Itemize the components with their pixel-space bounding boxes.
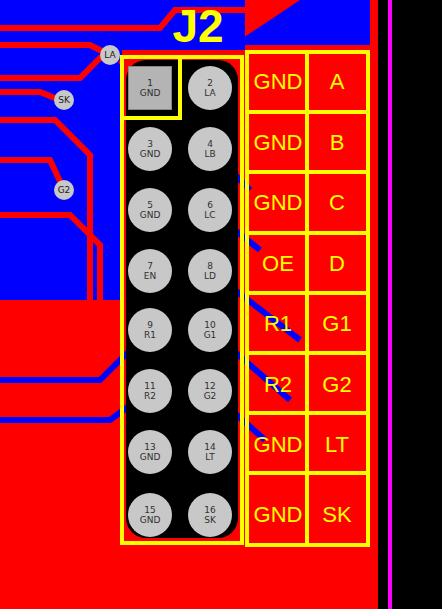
via xyxy=(54,45,120,200)
table-cell: D xyxy=(329,251,345,277)
via-label: LA xyxy=(101,46,119,64)
connector-pad: 15GND xyxy=(128,493,172,537)
via-label: SK xyxy=(55,91,73,109)
pin-number: 4 xyxy=(207,139,213,149)
table-cell: GND xyxy=(254,190,303,216)
pin-name: G2 xyxy=(204,391,217,401)
pin-number: 14 xyxy=(204,442,215,452)
pin-number: 7 xyxy=(147,261,153,271)
pin-name: GND xyxy=(140,149,161,159)
connector-pad: 5GND xyxy=(128,188,172,232)
connector-title: J2 xyxy=(172,0,223,53)
pin-name: EN xyxy=(144,271,156,281)
pin-number: 16 xyxy=(204,505,215,515)
table-cell: GND xyxy=(254,432,303,458)
table-cell: G2 xyxy=(322,372,351,398)
table-cell: G1 xyxy=(322,311,351,337)
pin-number: 13 xyxy=(144,442,155,452)
connector-pad: 11R2 xyxy=(128,369,172,413)
table-cell: GND xyxy=(254,69,303,95)
connector-pad: 8LD xyxy=(188,249,232,293)
pin-name: LC xyxy=(204,210,215,220)
pin-number: 10 xyxy=(204,320,215,330)
pin-name: GND xyxy=(140,210,161,220)
table-cell: R1 xyxy=(264,311,292,337)
connector-pad: 14LT xyxy=(188,430,232,474)
pin-number: 9 xyxy=(147,320,153,330)
pin-name: LT xyxy=(205,452,214,462)
connector-pad: 2LA xyxy=(188,66,232,110)
pin-number: 8 xyxy=(207,261,213,271)
pin-name: GND xyxy=(140,88,161,98)
connector-pad: 16SK xyxy=(188,493,232,537)
pin-number: 2 xyxy=(207,78,213,88)
pin-name: LA xyxy=(204,88,215,98)
table-cell: LT xyxy=(325,432,349,458)
table-cell: SK xyxy=(322,502,351,528)
board-outline xyxy=(388,0,392,609)
pin-number: 12 xyxy=(204,381,215,391)
connector-pad: 4LB xyxy=(188,127,232,171)
table-cell: C xyxy=(329,190,345,216)
connector-pad: 13GND xyxy=(128,430,172,474)
pin-number: 5 xyxy=(147,200,153,210)
connector-pad: 7EN xyxy=(128,249,172,293)
pin-number: 1 xyxy=(147,78,153,88)
pin-name: GND xyxy=(140,452,161,462)
pin-number: 11 xyxy=(144,381,155,391)
connector-pad: 12G2 xyxy=(188,369,232,413)
pin-name: GND xyxy=(140,515,161,525)
connector-pad: 3GND xyxy=(128,127,172,171)
pin-name: SK xyxy=(204,515,216,525)
pin-name: LD xyxy=(204,271,216,281)
table-cell: R2 xyxy=(264,372,292,398)
table-cell: B xyxy=(330,130,345,156)
pin-name: R1 xyxy=(144,330,156,340)
pin-number: 6 xyxy=(207,200,213,210)
pin-name: G1 xyxy=(204,330,217,340)
pin-name: R2 xyxy=(144,391,156,401)
keepout-area xyxy=(126,60,238,538)
connector-pad: 10G1 xyxy=(188,308,232,352)
pin-name: LB xyxy=(204,149,215,159)
table-cell: OE xyxy=(262,251,294,277)
table-cell: A xyxy=(330,69,345,95)
blue-layer xyxy=(240,0,370,45)
table-cell: GND xyxy=(254,130,303,156)
pin-number: 3 xyxy=(147,139,153,149)
pin-number: 15 xyxy=(144,505,155,515)
connector-pad: 6LC xyxy=(188,188,232,232)
connector-pad: 9R1 xyxy=(128,308,172,352)
via-label: G2 xyxy=(55,181,73,199)
silkscreen xyxy=(122,52,368,545)
board-edge-area xyxy=(378,0,442,609)
table-cell: GND xyxy=(254,502,303,528)
connector-pad: 1GND xyxy=(128,66,172,110)
